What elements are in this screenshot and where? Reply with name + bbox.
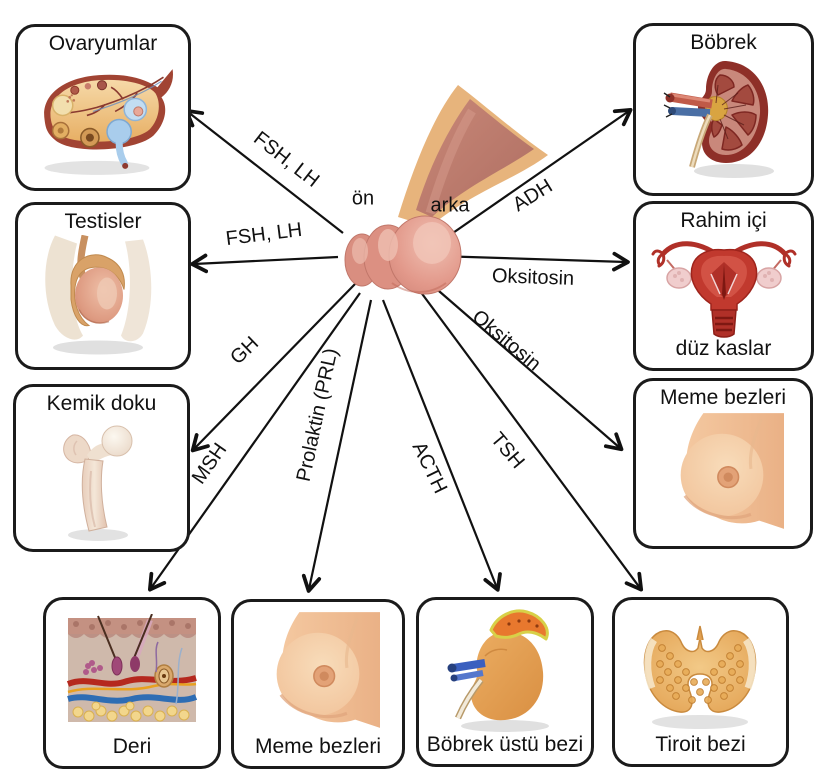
target-box-breast-right: Meme bezleri: [633, 378, 813, 549]
thyroid-illustration: [643, 625, 757, 729]
arrow-fsh-lh-to-ovaries: [184, 108, 344, 234]
breast-illustration: [276, 612, 380, 728]
target-box-ovaries: Ovaryumlar: [15, 24, 191, 191]
pituitary-posterior-label: arka: [430, 194, 470, 217]
box-title: Rahim içi: [680, 209, 767, 232]
box-title: Kemik doku: [46, 392, 157, 415]
box-title: Testisler: [64, 210, 142, 233]
arrow-fsh-lh-to-testes: [190, 253, 339, 274]
target-box-bone: Kemik doku: [13, 384, 190, 552]
target-box-testes: Testisler: [15, 202, 191, 370]
ovary-illustration: [44, 69, 174, 175]
arrow-tsh-to-thyroid: [419, 290, 644, 592]
kidney-illustration: [663, 60, 774, 178]
breast-illustration: [680, 413, 784, 529]
arrow-acth-to-adrenal: [381, 299, 502, 592]
pituitary-illustration: [344, 85, 548, 295]
arrow-oxytocin-to-uterus: [436, 251, 630, 272]
uterus-illustration: [651, 241, 797, 338]
box-title: Böbrek: [690, 31, 757, 54]
target-box-thyroid: Tiroit bezi: [612, 597, 789, 767]
pituitary-anterior-label: ön: [351, 187, 375, 210]
testis-illustration: [45, 235, 152, 355]
box-title: düz kaslar: [675, 337, 772, 360]
box-title: Böbrek üstü bezi: [426, 733, 584, 756]
target-box-skin: Deri: [43, 597, 221, 769]
target-box-kidney: Böbrek: [633, 23, 814, 196]
skin-illustration: [66, 614, 198, 722]
box-title: Meme bezleri: [659, 386, 787, 409]
arrow-gh-to-bone: [190, 282, 357, 453]
target-box-uterus: Rahim içi düz kaslar: [633, 201, 814, 371]
arrow-oxytocin-to-breast: [431, 284, 624, 452]
box-title: Ovaryumlar: [48, 32, 158, 55]
target-box-breast-bottom: Meme bezleri: [231, 599, 405, 769]
target-box-adrenal: Böbrek üstü bezi: [416, 597, 594, 767]
adrenal-gland-illustration: [447, 609, 549, 732]
box-title: Tiroit bezi: [655, 733, 746, 756]
bone-illustration: [63, 425, 133, 541]
box-title: Deri: [112, 735, 152, 758]
hormone-label-oksitosin-uterus: Oksitosin: [491, 265, 575, 290]
box-title: Meme bezleri: [254, 735, 382, 758]
arrow-adh-to-kidney: [436, 107, 633, 245]
arrow-prl-to-breast: [301, 299, 373, 593]
